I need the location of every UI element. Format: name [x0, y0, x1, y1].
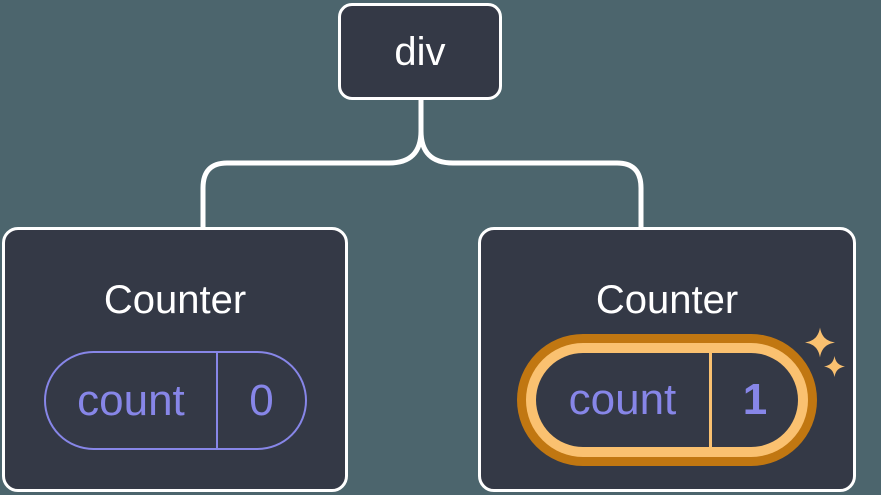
sparkle-icon-large — [805, 327, 835, 358]
counter-node-left: Counter count 0 — [2, 227, 348, 492]
state-key-label: count — [568, 375, 677, 424]
state-value: 0 — [216, 353, 304, 448]
root-node-label: div — [394, 29, 446, 74]
connector-branch-right — [418, 97, 644, 230]
state-pill: count 1 — [536, 353, 798, 447]
state-pill: count 0 — [43, 351, 307, 450]
state-highlight-ring: count 1 — [517, 334, 817, 466]
counter-node-right: Counter count 1 — [478, 227, 856, 492]
node-title: Counter — [103, 278, 247, 322]
state-highlight-ring-inner: count 1 — [526, 343, 808, 457]
connector-branch-left — [200, 97, 424, 230]
node-title: Counter — [595, 278, 739, 322]
state-value: 1 — [708, 353, 798, 447]
state-key-label: count — [77, 375, 185, 425]
sparkle-icon-small — [824, 356, 845, 377]
root-node: div — [338, 3, 502, 100]
